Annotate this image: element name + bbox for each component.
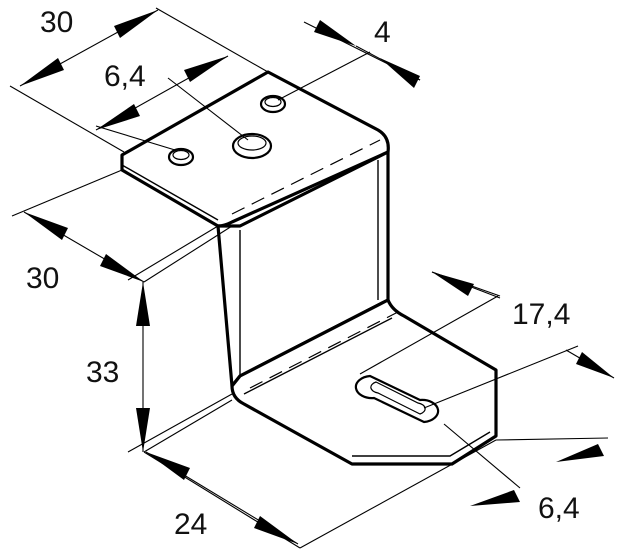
large-hole-center bbox=[231, 132, 273, 160]
dim-height: 33 bbox=[86, 356, 119, 389]
arrow-head bbox=[380, 58, 420, 88]
arrow-head bbox=[432, 272, 474, 296]
arrow-head bbox=[100, 254, 144, 282]
arrow-head bbox=[24, 212, 68, 240]
dimension-lines bbox=[19, 9, 615, 545]
bottom-fold-line bbox=[243, 317, 393, 395]
small-hole-left bbox=[167, 147, 195, 167]
dimension-labels: 30 6,4 4 30 33 17,4 24 6,4 bbox=[26, 6, 580, 541]
arrow-head bbox=[470, 490, 520, 506]
hidden-line-top bbox=[231, 139, 381, 215]
bottom-flange-front-edge bbox=[243, 403, 353, 465]
dim-base-width: 24 bbox=[174, 508, 207, 541]
top-fold-line bbox=[239, 151, 389, 227]
arrow-head bbox=[556, 444, 604, 462]
slot-hole bbox=[354, 374, 440, 424]
top-flange-thickness bbox=[121, 164, 219, 221]
dim-hole-spacing: 6,4 bbox=[104, 60, 146, 93]
holes bbox=[167, 94, 440, 424]
dim-slot-length: 17,4 bbox=[512, 298, 570, 331]
arrow-head bbox=[576, 352, 614, 378]
arrow-head bbox=[136, 408, 150, 452]
dim-depth: 30 bbox=[26, 262, 59, 295]
arrow-head bbox=[184, 56, 228, 82]
arrow-head bbox=[20, 58, 64, 86]
arrow-head bbox=[314, 20, 356, 46]
bottom-flange-front-thickness bbox=[352, 431, 491, 457]
arrow-head bbox=[96, 104, 140, 130]
dim-top-width: 30 bbox=[40, 6, 73, 39]
arrow-head bbox=[146, 452, 190, 480]
arrow-head bbox=[114, 10, 158, 38]
dim-slot-width: 6,4 bbox=[538, 492, 580, 525]
dim-hole-offset: 4 bbox=[374, 16, 391, 49]
bracket-part bbox=[120, 70, 498, 466]
arrow-head bbox=[136, 282, 150, 326]
arrow-head bbox=[254, 516, 298, 544]
hidden-line-bottom bbox=[249, 311, 399, 389]
